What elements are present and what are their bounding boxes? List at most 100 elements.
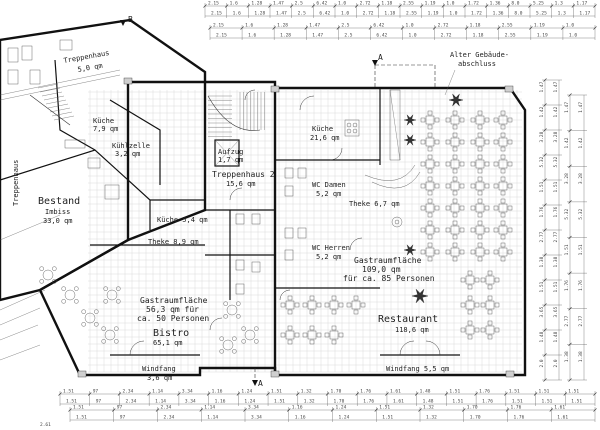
svg-text:2.15: 2.15 [213, 23, 224, 29]
svg-text:2.77: 2.77 [539, 231, 545, 242]
svg-text:1.76: 1.76 [511, 405, 522, 411]
svg-text:2.34: 2.34 [164, 415, 175, 421]
area-restaurant: 118,6 qm [395, 326, 429, 334]
cap-gastraum-right: für ca. 85 Personen [343, 274, 435, 283]
svg-text:1.38: 1.38 [539, 256, 545, 267]
svg-text:1.32: 1.32 [301, 389, 312, 395]
svg-text:5.25: 5.25 [533, 1, 544, 7]
svg-text:1.18: 1.18 [384, 11, 395, 17]
area-bistro: 65,1 qm [153, 339, 183, 347]
column [270, 370, 280, 378]
svg-text:1.38: 1.38 [564, 351, 570, 362]
plants [403, 93, 464, 304]
section-marks: A A B [120, 15, 436, 388]
svg-text:2.0: 2.0 [553, 359, 559, 367]
dimension-lines-left [0, 69, 121, 361]
cap-gastraum-left: ca. 50 Personen [137, 314, 209, 323]
svg-text:1.47: 1.47 [273, 1, 284, 7]
svg-text:5.32: 5.32 [578, 209, 584, 220]
round-column [391, 216, 403, 228]
svg-text:2.77: 2.77 [578, 315, 584, 326]
svg-text:2.15: 2.15 [211, 11, 222, 17]
svg-text:3.34: 3.34 [182, 389, 193, 395]
bestand-inner-wall-2 [54, 59, 96, 151]
svg-text:1.32: 1.32 [426, 415, 437, 421]
area-gastraum-left: 56,3 qm für [146, 305, 199, 314]
svg-text:1.24: 1.24 [241, 389, 252, 395]
svg-text:1.6: 1.6 [233, 11, 241, 17]
svg-text:2.72: 2.72 [360, 1, 371, 7]
area-gastraum-right: 109,0 qm [362, 265, 401, 274]
svg-text:1.42: 1.42 [578, 137, 584, 148]
wc-fixture [29, 69, 41, 85]
svg-text:1.76: 1.76 [482, 399, 493, 405]
label-windfang-left: Windfang [142, 365, 176, 373]
label-bestand-sub: Imbiss [45, 208, 70, 216]
svg-text:1.51: 1.51 [571, 399, 582, 405]
svg-text:1.17: 1.17 [576, 1, 587, 7]
svg-text:2.72: 2.72 [363, 11, 374, 17]
svg-text:1.51: 1.51 [564, 244, 570, 255]
wc-fixture [7, 47, 19, 63]
svg-text:1.51: 1.51 [73, 405, 84, 411]
svg-text:1.28: 1.28 [277, 23, 288, 29]
building-main [38, 77, 527, 378]
label-wc-herren: WC Herren [312, 244, 350, 252]
label-kueche-small: Küche 5,4 qm [157, 216, 208, 224]
svg-text:1.51: 1.51 [539, 389, 550, 395]
area-kueche-left: 7,9 qm [93, 125, 118, 133]
svg-text:1.51: 1.51 [553, 181, 559, 192]
svg-text:97: 97 [96, 399, 102, 405]
svg-text:1.28: 1.28 [280, 33, 291, 39]
svg-text:1.70: 1.70 [467, 405, 478, 411]
svg-text:1.51: 1.51 [449, 389, 460, 395]
svg-text:1.42: 1.42 [564, 137, 570, 148]
svg-text:1.51: 1.51 [76, 415, 87, 421]
svg-text:2.5: 2.5 [344, 33, 352, 39]
wc-fixture [21, 45, 33, 61]
svg-text:1.51: 1.51 [63, 389, 74, 395]
svg-text:1.6: 1.6 [230, 1, 238, 7]
svg-text:1.51: 1.51 [578, 244, 584, 255]
svg-text:1.51: 1.51 [539, 281, 545, 292]
svg-text:1.16: 1.16 [292, 405, 303, 411]
kitchen-counter [389, 89, 401, 161]
svg-text:1.47: 1.47 [564, 102, 570, 113]
svg-text:1.32: 1.32 [423, 405, 434, 411]
svg-text:1.70: 1.70 [470, 415, 481, 421]
svg-text:1.47: 1.47 [312, 33, 323, 39]
building-bestand: Treppenhaus [0, 18, 207, 302]
svg-text:1.76: 1.76 [514, 415, 525, 421]
label-bistro: Bistro [153, 328, 189, 339]
svg-text:1.51: 1.51 [379, 405, 390, 411]
svg-text:6.42: 6.42 [373, 23, 384, 29]
svg-text:1.76: 1.76 [360, 389, 371, 395]
svg-text:1.48: 1.48 [420, 389, 431, 395]
svg-text:1.76: 1.76 [479, 389, 490, 395]
note-old-building-line2: abschluss [458, 60, 496, 68]
stair-2 [207, 92, 265, 137]
old-building-note: Alter Gebäude- abschluss [444, 51, 509, 96]
fixture [104, 184, 120, 200]
svg-text:6.42: 6.42 [376, 33, 387, 39]
svg-text:1.42: 1.42 [553, 106, 559, 117]
svg-text:1.0: 1.0 [338, 1, 346, 7]
svg-text:2.55: 2.55 [502, 23, 513, 29]
column [504, 85, 514, 93]
area-treppenhaus-top: 5,0 qm [77, 62, 103, 74]
svg-text:1.24: 1.24 [336, 405, 347, 411]
svg-text:1.18: 1.18 [473, 33, 484, 39]
svg-text:1.70: 1.70 [334, 399, 345, 405]
label-aufzug: Aufzug [218, 148, 243, 156]
svg-text:1.48: 1.48 [553, 331, 559, 342]
svg-text:3.65: 3.65 [539, 306, 545, 317]
svg-text:5.32: 5.32 [564, 209, 570, 220]
svg-text:1.47: 1.47 [539, 81, 545, 92]
svg-text:97: 97 [120, 415, 126, 421]
kuehlzelle-wall [109, 99, 161, 185]
label-treppenhaus2: Treppenhaus 2 [212, 170, 275, 179]
label-bestand: Bestand [38, 196, 80, 207]
svg-text:1.19: 1.19 [428, 11, 439, 17]
bestand-inner-wall [0, 149, 151, 230]
svg-text:1.18: 1.18 [381, 1, 392, 7]
